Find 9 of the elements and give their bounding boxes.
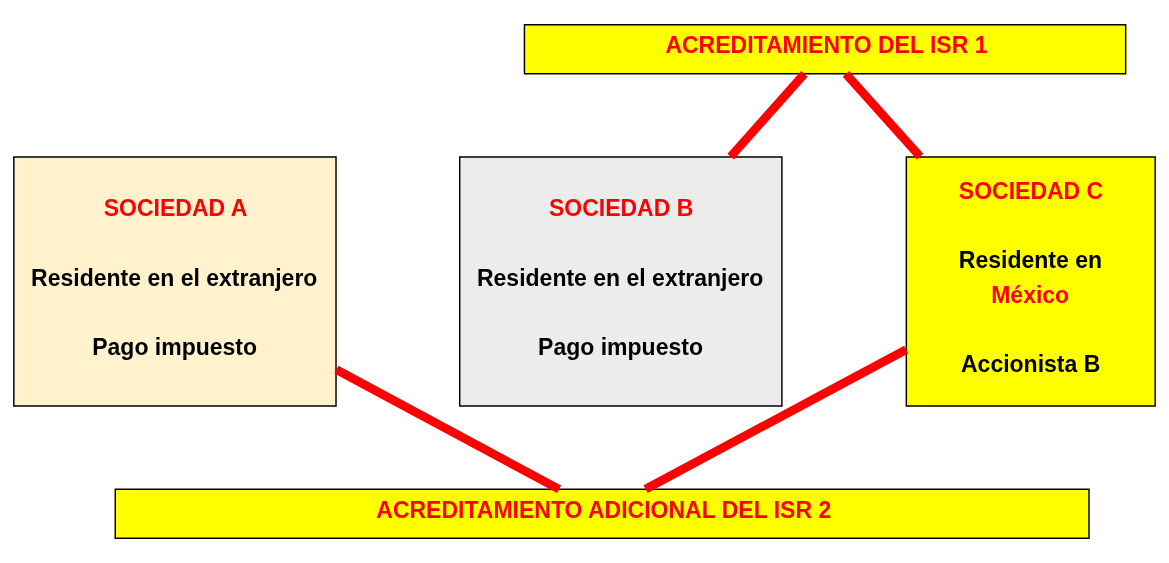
connector <box>842 71 924 160</box>
node-box: SOCIEDAD A Residente en el extranjero Pago impuesto <box>13 156 337 407</box>
node-box: ACREDITAMIENTO DEL ISR 1 <box>523 24 1127 75</box>
connector <box>727 71 808 160</box>
connector <box>334 365 562 494</box>
node-box: SOCIEDAD C Residente en México Accionista B <box>905 156 1156 407</box>
node-box: ACREDITAMIENTO ADICIONAL DEL ISR 2 <box>114 488 1090 539</box>
node-box: SOCIEDAD B Residente en el extranjero Pago impuesto <box>459 156 783 407</box>
connector <box>643 345 909 493</box>
